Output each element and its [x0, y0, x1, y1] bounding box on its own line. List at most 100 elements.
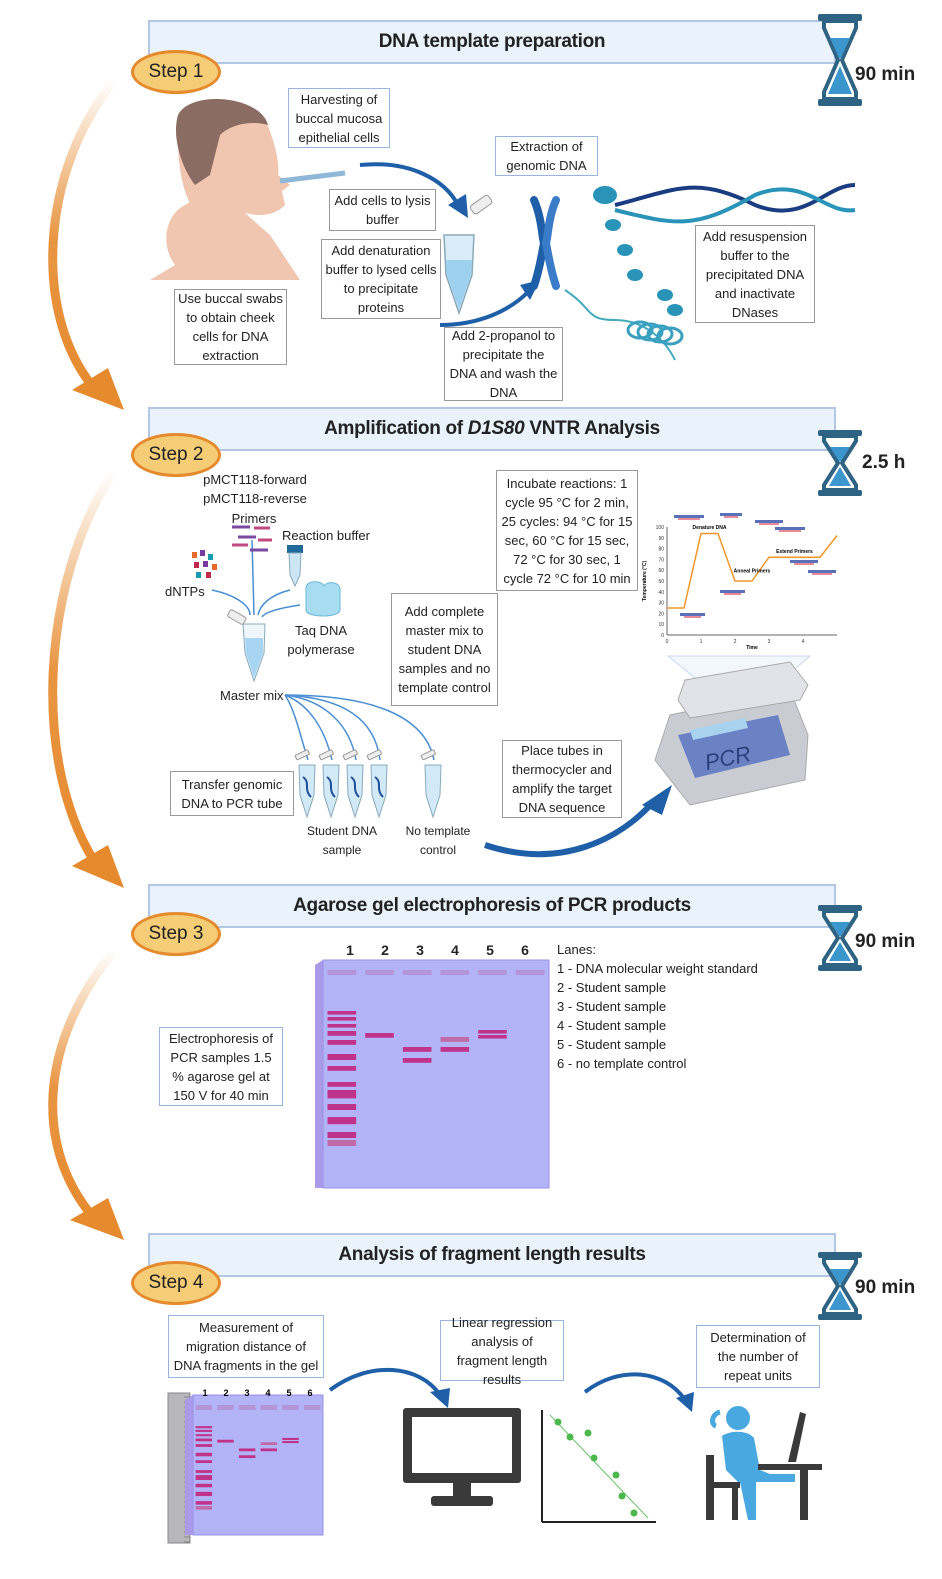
resuspension-text: Add resuspension buffer to the precipita…: [702, 228, 808, 320]
thermocycler-icon: PCR: [654, 661, 809, 806]
step2-header: Amplification of D1S80 VNTR Analysis: [148, 407, 836, 451]
measurement-text: Measurement of migration distance of DNA…: [173, 1320, 319, 1373]
gel-band: [327, 1040, 357, 1045]
propanol-label: Add 2-propanol to precipitate the DNA an…: [444, 327, 563, 401]
gel-band: [327, 1090, 357, 1099]
gel-band: [195, 1501, 213, 1505]
primer-strand: [684, 616, 701, 618]
determination-label: Determination of the number of repeat un…: [696, 1325, 820, 1388]
step3-title: Agarose gel electrophoresis of PCR produ…: [293, 895, 691, 916]
lane-number: 3: [244, 1388, 249, 1398]
gel-band: [478, 1030, 507, 1034]
ntc-label: No template control: [405, 824, 471, 857]
x-tick-label: 4: [802, 639, 805, 645]
y-tick-label: 60: [658, 568, 664, 574]
lane-number: 5: [486, 942, 494, 958]
gel-well: [260, 1405, 278, 1410]
primers-icon: [232, 525, 272, 552]
step2-title-suffix: VNTR Analysis: [524, 418, 660, 439]
primer-strand: [724, 516, 738, 518]
propanol-text: Add 2-propanol to precipitate the DNA an…: [449, 328, 558, 400]
lane-number: 2: [223, 1388, 228, 1398]
master-mix-label: Master mix: [220, 688, 284, 703]
swab-label: Use buccal swabs to obtain cheek cells f…: [174, 289, 287, 365]
gel-well: [365, 970, 394, 975]
taq-polymerase-icon: [305, 581, 341, 617]
y-tick-label: 50: [658, 579, 664, 585]
step4-duration: 90 min: [855, 1277, 916, 1298]
step2-duration: 2.5 h: [862, 452, 906, 473]
gel-band: [478, 1035, 507, 1039]
lane-number: 3: [416, 942, 424, 958]
lysis-label: Add cells to lysis buffer: [329, 189, 436, 231]
y-tick-label: 70: [658, 557, 664, 563]
resuspension-label: Add resuspension buffer to the precipita…: [695, 225, 815, 323]
gel-band: [260, 1448, 278, 1452]
gel-body: [192, 1394, 324, 1536]
gel-band: [327, 1117, 357, 1125]
gel-band: [195, 1470, 213, 1473]
transfer-text: Transfer genomic DNA to PCR tube: [181, 776, 283, 811]
determination-text: Determination of the number of repeat un…: [710, 1330, 806, 1383]
step4-header: Analysis of fragment length results: [148, 1233, 836, 1277]
gel-well: [238, 1405, 256, 1410]
x-tick-label: 3: [768, 639, 771, 645]
legend-item: 6 - no template control: [557, 1056, 687, 1071]
gel-well: [217, 1405, 234, 1410]
step1-badge-label: Step 1: [148, 61, 204, 82]
step4-title: Analysis of fragment length results: [338, 1244, 646, 1265]
arrow-to-chromosome: [439, 290, 530, 327]
gel-band: [282, 1441, 299, 1444]
primer-strand: [724, 593, 741, 595]
step4-badge-label: Step 4: [148, 1272, 204, 1293]
gel-well: [440, 970, 470, 975]
incubate-text: Incubate reactions: 1 cycle 95 °C for 2 …: [501, 475, 633, 586]
gel-well: [303, 1405, 321, 1410]
data-point: [618, 1492, 626, 1500]
primer-strand: [678, 518, 700, 520]
dntps-label: dNTPs: [165, 584, 205, 599]
data-point: [584, 1429, 592, 1437]
data-point: [554, 1418, 562, 1426]
electrophoresis-text: Electrophoresis of PCR samples 1.5 % aga…: [168, 1030, 274, 1103]
agarose-gel: [315, 959, 550, 1189]
y-tick-label: 40: [658, 590, 664, 596]
gel-body: [322, 959, 550, 1189]
data-point: [566, 1433, 574, 1441]
primer-strand: [779, 530, 801, 532]
step3-badge-label: Step 3: [148, 923, 204, 944]
gel-band: [195, 1506, 213, 1510]
temperature-profile-line: [667, 532, 838, 609]
dna-icon: [302, 776, 312, 798]
gel-band: [365, 1033, 394, 1038]
step3-duration: 90 min: [855, 931, 916, 952]
dntps-icon: [192, 550, 217, 578]
gel-well: [327, 970, 357, 975]
taq-label: Taq DNA polymerase: [287, 623, 355, 657]
primer-reverse-label: pMCT118-reverse: [203, 491, 307, 506]
lanes-legend: Lanes: 1 - DNA molecular weight standard…: [557, 940, 758, 1073]
reaction-buffer-label: Reaction buffer: [282, 528, 370, 543]
chromosome-icon: [530, 196, 560, 290]
harvest-text: Harvesting of buccal mucosa epithelial c…: [295, 91, 383, 145]
gel-well: [195, 1405, 213, 1410]
lane-number: 6: [307, 1388, 312, 1398]
lysis-text: Add cells to lysis buffer: [334, 193, 431, 227]
arrow-to-computer: [328, 1368, 442, 1397]
step1-header: DNA template preparation: [148, 20, 836, 64]
y-tick-label: 80: [658, 547, 664, 553]
gel-band: [327, 1011, 357, 1015]
step3-header: Agarose gel electrophoresis of PCR produ…: [148, 884, 836, 928]
dna-strand: [674, 515, 704, 518]
student-sample-label: Student DNA sample: [306, 824, 378, 857]
swab-text: Use buccal swabs to obtain cheek cells f…: [178, 291, 283, 363]
lane-number: 6: [521, 942, 529, 958]
add-master-label: Add complete master mix to student DNA s…: [391, 593, 498, 706]
lane-number: 1: [202, 1388, 207, 1398]
master-mix-arrows: [211, 539, 435, 761]
master-mix-tube-icon: [227, 609, 266, 683]
arrow-step2-to-step3: [48, 467, 124, 888]
gel-well: [478, 970, 507, 975]
